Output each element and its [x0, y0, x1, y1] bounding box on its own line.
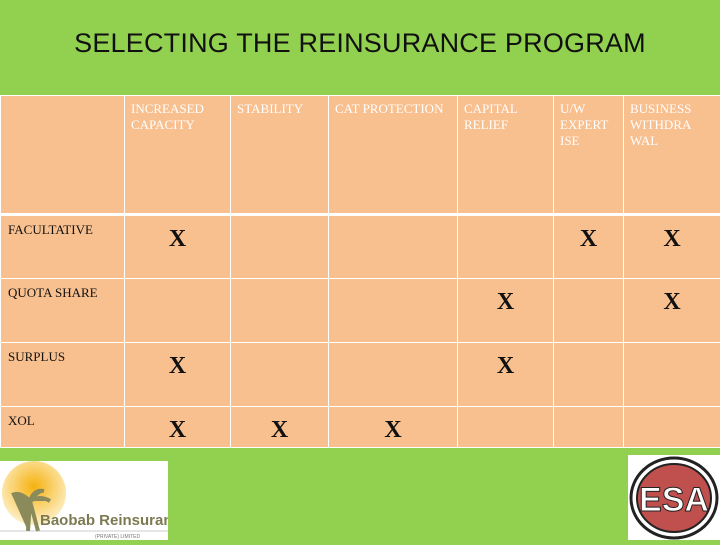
cell [554, 343, 624, 407]
cell: X [231, 407, 329, 448]
cell: X [458, 279, 554, 343]
table-row: XOL X X X [1, 407, 720, 448]
cell: X [329, 407, 458, 448]
cell: X [458, 343, 554, 407]
page-title: SELECTING THE REINSURANCE PROGRAM [0, 28, 720, 59]
cell: X [624, 215, 720, 279]
column-header: CAPITAL RELIEF [458, 96, 554, 215]
table-row: FACULTATIVE X X X [1, 215, 720, 279]
cell [329, 343, 458, 407]
cell: X [125, 215, 231, 279]
row-label: QUOTA SHARE [1, 279, 125, 343]
esa-logo: ESA [628, 455, 720, 540]
cell: X [125, 343, 231, 407]
cell: X [624, 279, 720, 343]
column-header: BUSINESS WITHDRA WAL [624, 96, 720, 215]
cell [554, 279, 624, 343]
cell [624, 407, 720, 448]
cell [231, 215, 329, 279]
cell [554, 407, 624, 448]
svg-text:ESA: ESA [639, 481, 709, 519]
column-header: CAT PROTECTION [329, 96, 458, 215]
svg-text:Baobab Reinsurance: Baobab Reinsurance [40, 512, 168, 529]
cell: X [554, 215, 624, 279]
reinsurance-program-table: INCREASED CAPACITY STABILITY CAT PROTECT… [0, 95, 720, 448]
cell [458, 215, 554, 279]
cell [458, 407, 554, 448]
cell [125, 279, 231, 343]
row-label: FACULTATIVE [1, 215, 125, 279]
column-header: STABILITY [231, 96, 329, 215]
row-label: XOL [1, 407, 125, 448]
column-header [1, 96, 125, 215]
baobab-reinsurance-logo: Baobab Reinsurance (PRIVATE) LIMITED [0, 461, 168, 540]
svg-text:(PRIVATE) LIMITED: (PRIVATE) LIMITED [95, 534, 140, 540]
cell [624, 343, 720, 407]
row-label: SURPLUS [1, 343, 125, 407]
table-header-row: INCREASED CAPACITY STABILITY CAT PROTECT… [1, 96, 720, 215]
table-row: QUOTA SHARE X X [1, 279, 720, 343]
baobab-tree-icon: Baobab Reinsurance (PRIVATE) LIMITED [0, 461, 168, 540]
cell [231, 343, 329, 407]
cell [231, 279, 329, 343]
cell [329, 215, 458, 279]
cell [329, 279, 458, 343]
column-header: INCREASED CAPACITY [125, 96, 231, 215]
column-header: U/W EXPERT ISE [554, 96, 624, 215]
esa-emblem-icon: ESA [628, 455, 720, 540]
table-row: SURPLUS X X [1, 343, 720, 407]
cell: X [125, 407, 231, 448]
